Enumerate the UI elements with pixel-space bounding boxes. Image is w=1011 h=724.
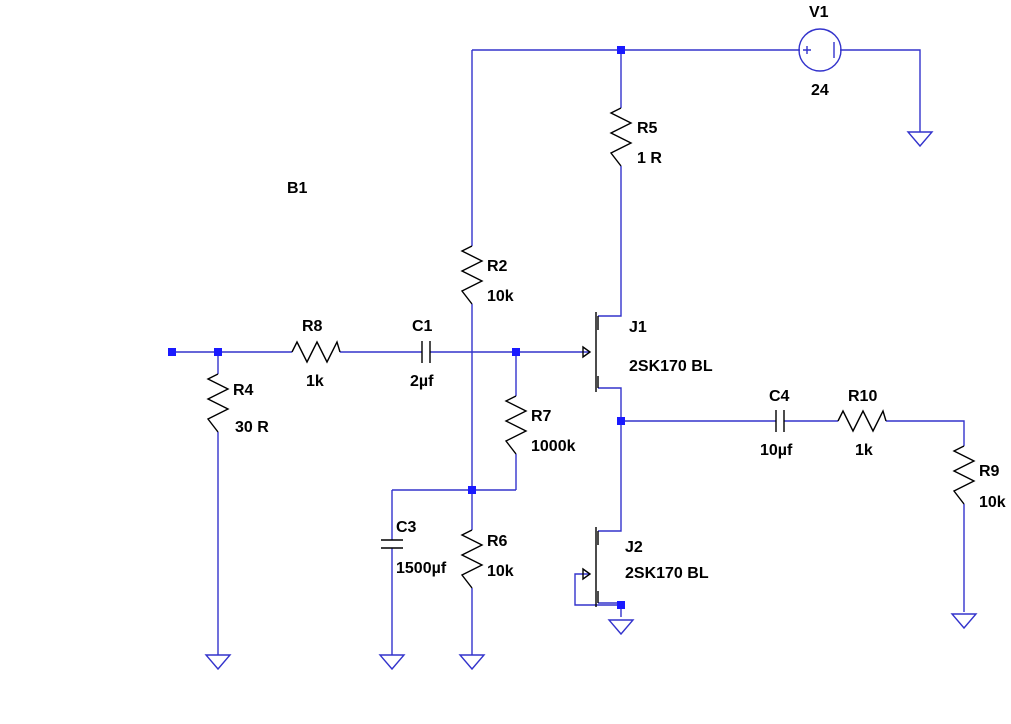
label-r8-value: 1k — [306, 373, 324, 390]
wire-r10-to-r9 — [886, 420, 965, 446]
r2-resistor — [460, 245, 484, 305]
label-r4-value: 30 R — [235, 419, 269, 436]
ground-symbol-r9 — [950, 613, 978, 630]
label-r7-value: 1000k — [531, 438, 576, 455]
label-r8-ref: R8 — [302, 318, 323, 335]
node-j2-source — [617, 601, 625, 609]
r9-resistor — [952, 445, 976, 505]
ground-symbol-v1 — [906, 131, 934, 148]
wire-r5-to-j1 — [598, 166, 622, 317]
node-output — [617, 417, 625, 425]
label-v1-value: 24 — [811, 82, 829, 99]
j2-jfet — [582, 527, 599, 607]
junction-nodes — [168, 46, 625, 609]
labels: B1 V1 24 R5 1 R R2 10k R8 1k C1 2µf R4 3… — [233, 4, 1006, 582]
label-r5-ref: R5 — [637, 120, 658, 137]
wires — [172, 49, 965, 655]
label-c4-value: 10µf — [760, 442, 793, 459]
r10-resistor — [837, 409, 887, 433]
r5-resistor — [609, 107, 633, 167]
j1-jfet — [582, 312, 599, 392]
node-gate-junction — [512, 348, 520, 356]
label-r7-ref: R7 — [531, 408, 552, 425]
j1-gate-arrow — [582, 345, 592, 359]
label-j2-ref: J2 — [625, 539, 643, 556]
label-r5-value: 1 R — [637, 150, 662, 167]
ground-symbol-r4 — [204, 654, 232, 671]
label-r6-ref: R6 — [487, 533, 508, 550]
label-j1-ref: J1 — [629, 319, 647, 336]
label-c3-value: 1500µf — [396, 560, 447, 577]
label-r10-value: 1k — [855, 442, 873, 459]
label-c4-ref: C4 — [769, 388, 790, 405]
v1-voltage-source — [798, 28, 842, 72]
r7-resistor — [504, 395, 528, 455]
label-r9-ref: R9 — [979, 463, 1000, 480]
wire-v1-to-ground — [840, 49, 921, 132]
r6-resistor — [460, 529, 484, 589]
node-top-rail — [617, 46, 625, 54]
label-v1-ref: V1 — [809, 4, 829, 21]
ground-symbol-r6 — [458, 654, 486, 671]
label-c1-value: 2µf — [410, 373, 434, 390]
r4-resistor — [206, 373, 230, 433]
label-j2-value: 2SK170 BL — [625, 565, 709, 582]
c1-capacitor — [421, 341, 431, 363]
c3-capacitor — [381, 539, 403, 549]
ground-symbol-c3 — [378, 654, 406, 671]
node-input[interactable] — [168, 348, 176, 356]
v1-body — [798, 28, 842, 72]
node-r4-junction — [214, 348, 222, 356]
label-c3-ref: C3 — [396, 519, 417, 536]
j2-gate-arrow — [582, 567, 592, 581]
label-r2-ref: R2 — [487, 258, 508, 275]
node-bias-junction — [468, 486, 476, 494]
label-r10-ref: R10 — [848, 388, 877, 405]
label-j1-value: 2SK170 BL — [629, 358, 713, 375]
c4-capacitor — [775, 410, 785, 432]
label-r2-value: 10k — [487, 288, 514, 305]
ground-symbols — [204, 131, 978, 671]
ground-symbol-j2 — [607, 619, 635, 636]
r8-resistor — [291, 340, 341, 364]
label-c1-ref: C1 — [412, 318, 433, 335]
v1-plus-sign — [803, 46, 811, 54]
label-r6-value: 10k — [487, 563, 514, 580]
label-r4-ref: R4 — [233, 382, 254, 399]
label-b1: B1 — [287, 180, 308, 197]
wire-j1-source — [598, 387, 622, 532]
label-r9-value: 10k — [979, 494, 1006, 511]
